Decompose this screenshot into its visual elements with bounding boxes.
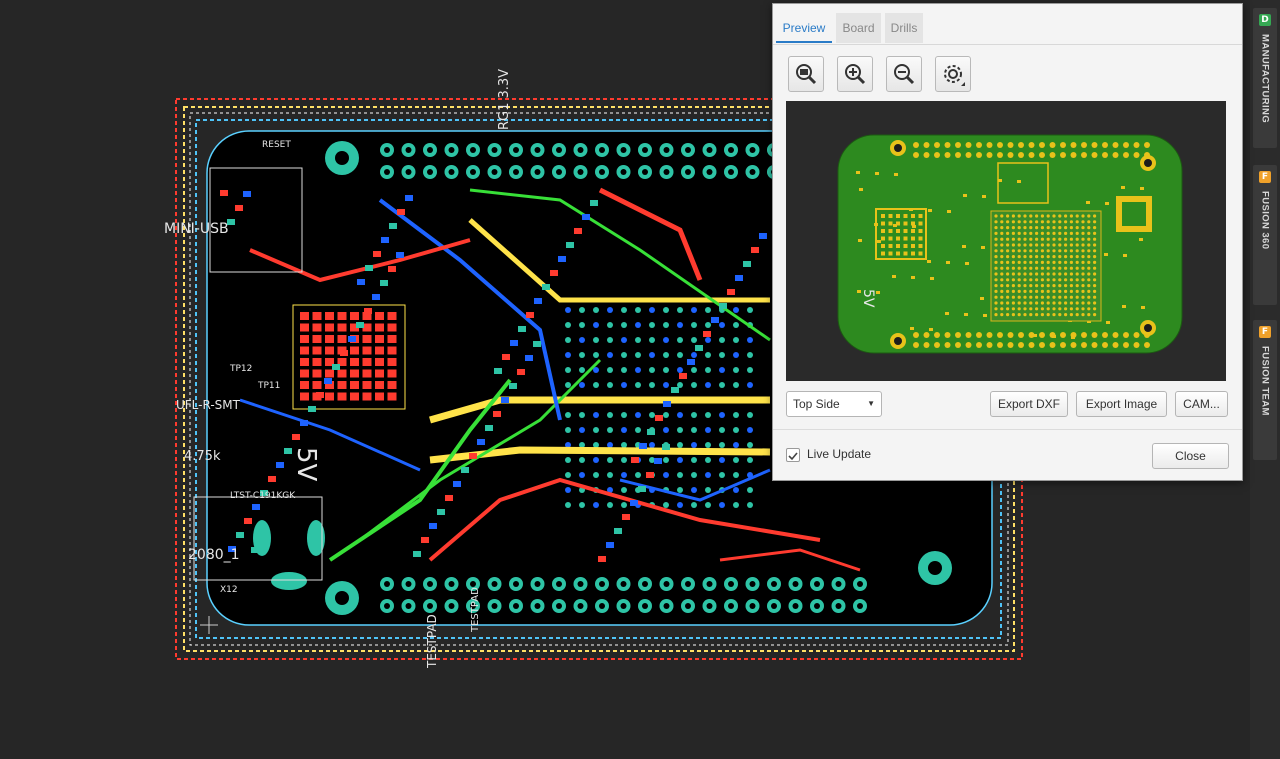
settings-button[interactable] bbox=[935, 56, 971, 92]
zoom-out-icon bbox=[894, 64, 915, 85]
usb-outline bbox=[209, 167, 303, 273]
tab-fusion-360-label: FUSION 360 bbox=[1259, 191, 1271, 250]
preview-bga-left bbox=[875, 208, 927, 260]
traces bbox=[220, 187, 861, 572]
label-ltst: LTST-C191KGK bbox=[230, 491, 296, 501]
side-panel-strip: D MANUFACTURING F FUSION 360 F FUSION TE… bbox=[1250, 0, 1280, 759]
zoom-out-button[interactable] bbox=[886, 56, 922, 92]
side-select-value: Top Side bbox=[793, 397, 840, 411]
side-select[interactable]: Top Side ▼ bbox=[786, 391, 882, 417]
zoom-fit-button[interactable] bbox=[788, 56, 824, 92]
tab-fusion-team[interactable]: F FUSION TEAM bbox=[1253, 320, 1277, 460]
tab-fusion-team-label: FUSION TEAM bbox=[1259, 346, 1271, 416]
preview-5v-label: 5V bbox=[860, 289, 876, 308]
board-keepout-outline bbox=[175, 98, 1023, 660]
dialog-tabbar: Preview Board Drills bbox=[773, 4, 1242, 45]
board-preview[interactable]: 5V bbox=[786, 101, 1226, 381]
header-bottom bbox=[380, 577, 867, 613]
label-testpad-a: TESTPAD bbox=[425, 614, 439, 669]
manufacturing-icon: D bbox=[1259, 14, 1271, 26]
preview-pads bbox=[856, 140, 1156, 349]
tab-manufacturing-label: MANUFACTURING bbox=[1259, 34, 1271, 124]
label-5v: 5V bbox=[291, 447, 321, 482]
close-button[interactable]: Close bbox=[1152, 443, 1229, 469]
label-rg1: RG1 3.3V bbox=[497, 69, 512, 130]
connector-outline bbox=[193, 496, 323, 581]
dialog-separator bbox=[773, 429, 1242, 430]
bga-left bbox=[292, 304, 406, 410]
cam-button[interactable]: CAM... bbox=[1175, 391, 1228, 417]
live-update-checkbox[interactable] bbox=[786, 448, 800, 462]
mounting-holes bbox=[253, 141, 952, 615]
tab-preview[interactable]: Preview bbox=[776, 13, 832, 43]
fusion-team-icon: F bbox=[1259, 326, 1271, 338]
label-x12: X12 bbox=[220, 585, 238, 595]
settings-icon bbox=[944, 65, 965, 86]
preview-chip-top bbox=[997, 162, 1049, 204]
tab-drills[interactable]: Drills bbox=[885, 13, 923, 43]
label-tp11: TP11 bbox=[257, 381, 280, 391]
label-resistor: 4.75k bbox=[184, 449, 221, 464]
label-2080: 2080_1 bbox=[188, 547, 240, 563]
label-testpad-b: TESTPAD bbox=[470, 587, 481, 633]
fusion360-icon: F bbox=[1259, 171, 1271, 183]
export-image-button[interactable]: Export Image bbox=[1076, 391, 1167, 417]
tab-board[interactable]: Board bbox=[836, 13, 881, 43]
origin-cross-icon bbox=[200, 616, 218, 634]
live-update-label: Live Update bbox=[807, 447, 872, 461]
manufacturing-preview-dialog: Preview Board Drills bbox=[772, 3, 1243, 481]
board-silk-outline bbox=[189, 112, 1009, 646]
label-mini-usb: MINI-USB bbox=[164, 221, 229, 237]
zoom-in-icon bbox=[845, 64, 866, 85]
label-reset: RESET bbox=[262, 140, 291, 150]
check-icon bbox=[788, 452, 798, 461]
chevron-down-icon: ▼ bbox=[867, 399, 875, 408]
label-tp12: TP12 bbox=[229, 364, 252, 374]
zoom-in-button[interactable] bbox=[837, 56, 873, 92]
zoom-fit-icon bbox=[796, 64, 817, 85]
tab-fusion-360[interactable]: F FUSION 360 bbox=[1253, 165, 1277, 305]
label-ufl: UFL-R-SMT bbox=[176, 398, 241, 412]
tab-manufacturing[interactable]: D MANUFACTURING bbox=[1253, 8, 1277, 148]
export-dxf-button[interactable]: Export DXF bbox=[990, 391, 1068, 417]
preview-bga-grid bbox=[994, 214, 1097, 317]
